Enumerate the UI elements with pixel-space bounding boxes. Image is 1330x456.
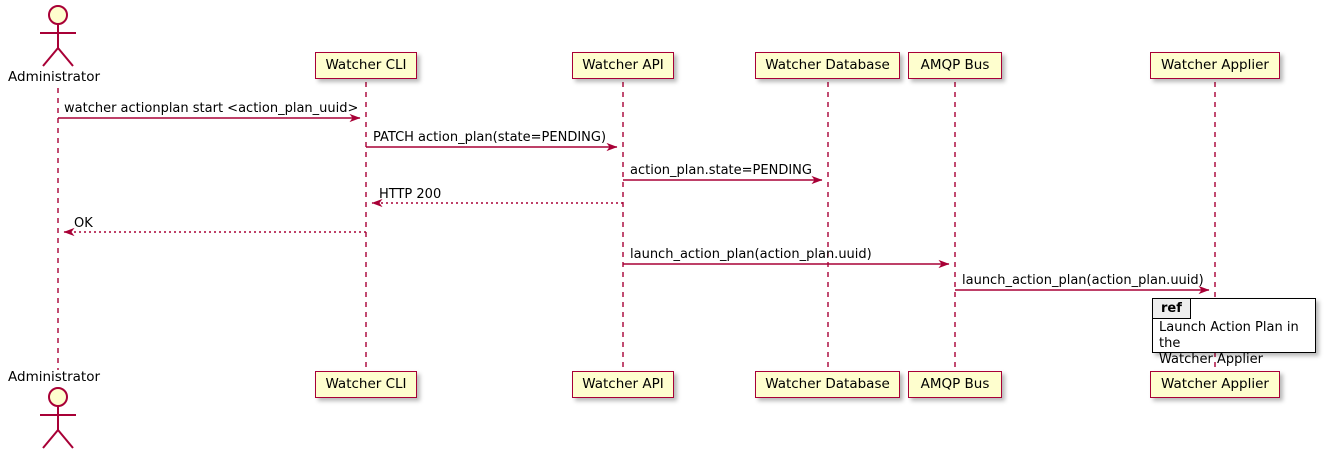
message-label-6: launch_action_plan(action_plan.uuid) [630,247,872,262]
participant-box-watcher-cli-top[interactable]: Watcher CLI [315,52,417,79]
message-label-2: PATCH action_plan(state=PENDING) [373,130,607,145]
ref-fragment-text: Launch Action Plan in the Watcher Applie… [1159,320,1299,367]
participant-box-watcher-applier-top[interactable]: Watcher Applier [1150,52,1280,79]
message-arrows [58,113,1210,295]
participant-box-amqp-bus-bottom[interactable]: AMQP Bus [908,371,1002,398]
message-label-1: watcher actionplan start <action_plan_uu… [64,101,359,116]
actor-label-administrator-top: Administrator [8,69,101,85]
message-label-4: HTTP 200 [379,187,442,202]
actor-label-administrator-bottom: Administrator [8,369,101,385]
message-label-3: action_plan.state=PENDING [630,163,812,178]
ref-fragment: ref Launch Action Plan in the Watcher Ap… [1152,298,1316,367]
lifelines [57,82,1216,370]
participant-box-watcher-applier-bottom[interactable]: Watcher Applier [1150,371,1280,398]
ref-fragment-tab-label: ref [1153,299,1191,319]
participant-box-watcher-api-top[interactable]: Watcher API [572,52,674,79]
message-label-7: launch_action_plan(action_plan.uuid) [962,273,1204,288]
participant-box-watcher-database-bottom[interactable]: Watcher Database [755,371,900,398]
participant-box-watcher-api-bottom[interactable]: Watcher API [572,371,674,398]
participant-box-watcher-database-top[interactable]: Watcher Database [755,52,900,79]
participant-box-watcher-cli-bottom[interactable]: Watcher CLI [315,371,417,398]
actor-administrator-bottom [40,387,76,449]
participant-box-amqp-bus-top[interactable]: AMQP Bus [908,52,1002,79]
message-label-5: OK [74,216,93,231]
actor-administrator-top [40,5,76,67]
